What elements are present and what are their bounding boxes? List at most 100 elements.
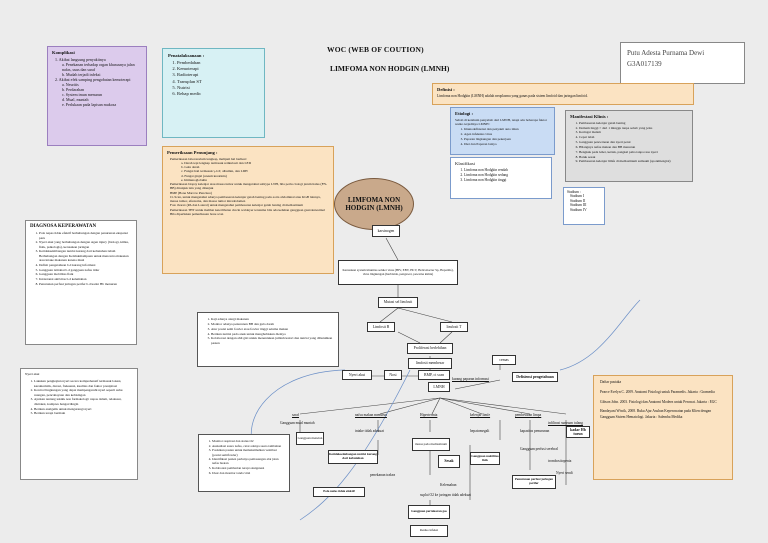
pemeriksaan-item: c. Fungsi hati termasuk γ-GT, albumin, d… (181, 169, 248, 174)
komplikasi-item: d. Mual, muntah (62, 96, 89, 102)
flow-intake: intake tidak adekuat (355, 429, 384, 433)
penatalaksanaan-item: Radioterapi (177, 72, 259, 78)
author-box: Putu Adesta Purnama Dewi G3A017139 (620, 42, 745, 84)
komplikasi-item: 2. Akibat efek samping pengobatan kemote… (55, 76, 131, 82)
diagnosa-item: Gangguan istirahat b.d gangguan nafsu ti… (39, 268, 132, 272)
flow-kapasitas: kapasitas penurunan (520, 429, 550, 433)
daftar-pustaka-item: Pearce Evelyn C. 2009. Anatomi Fisiologi… (600, 389, 715, 394)
flow-saraf: saraf (292, 413, 299, 417)
flow-risiko: Resiko infeksi (410, 525, 448, 537)
stadium-item: Stadium IV (570, 207, 587, 212)
etiologi-box: Etiologi : Sebab di ketahuin penyebab da… (450, 107, 555, 155)
komplikasi-item: c. System imun menurun (62, 91, 102, 97)
intervensi-nyeri-box: Nyeri akut Lakukan pengkajian nyeri seca… (20, 368, 138, 480)
komplikasi-item: b. Perdarahan (62, 86, 84, 92)
komplikasi-title: Komplikasi (52, 50, 75, 55)
penatalaksanaan-item: Nutrisi (177, 85, 259, 91)
pemeriksaan-item: BMP (Bone Marrow Puncture) (170, 190, 212, 195)
pemeriksaan-item: a. Darah tepi lengkap termasuk retikulos… (181, 160, 252, 165)
pemeriksaan-box: Pemeriksaan Penunjang : Pemeriksaan labo… (162, 146, 334, 274)
etiologi-item: Diet dan Paparan lainya (464, 142, 550, 146)
etiologi-item: Paparan lingkungan dan pekerjaan (464, 137, 550, 141)
stadium-item: Stadium I (570, 194, 585, 199)
komplikasi-item: 1. Akibat langsung penyakitnya (55, 56, 106, 62)
intervensi-nyeri-item: Kontrol lingkungan yang dapat mempengaru… (34, 388, 133, 397)
diagnosa-item: Defisit pengetahuan b.d kurang informasi (39, 263, 132, 267)
klasifikasi-item: Limfoma non Hodgkin tinggi (464, 178, 547, 182)
manifestasi-item: Keringat malam (579, 130, 688, 134)
intervensi-nutrisi-item: Atur posisi semi fowler atau fowler ting… (211, 327, 334, 331)
klasifikasi-item: Limfoma non Hodgkin rendah (464, 168, 547, 172)
manifestasi-item: Pembesaran kelenjar getah bening (579, 121, 688, 125)
page-title: WOC (WEB OF COUTION) (327, 45, 424, 54)
author-nim: G3A017139 (627, 60, 662, 69)
penatalaksanaan-item: Pembedahan (177, 60, 259, 66)
manifestasi-item: Gangguan pencernaan dan nyeri perut (579, 140, 688, 144)
diagnosa-box: DIAGNOSA KEPERAWATAN Pola napas tidak ef… (25, 220, 137, 345)
flow-limfosit-membesar: limfosit membesar (408, 358, 452, 369)
flow-mutasi: Mutasi sel limfosit (378, 297, 418, 308)
flow-gangguan-menelan: Gangguan menelan (296, 432, 324, 445)
flow-cemas: cemas (492, 355, 516, 365)
flow-sesak: Sesak (438, 455, 460, 468)
etiologi-item: Agen infeksius virus (464, 132, 550, 136)
flow-sumsum: infiltrasi sumsum tulang (548, 421, 583, 425)
intervensi-nyeri-title: Nyeri akut (25, 372, 40, 376)
flow-hipertiroid: Hipertermia (420, 413, 438, 417)
daftar-pustaka-box: Daftar pustaka Pearce Evelyn C. 2009. An… (593, 375, 733, 480)
pemeriksaan-item: d. Fungsi ginjal (ureum kreatinin) (181, 173, 227, 178)
etiologi-intro: Sebab di ketahuin penyebab dari LMNH, te… (455, 117, 547, 126)
flow-ketidakseimbangan: Ketidakseimbangan nutrisi kurang dari ke… (328, 450, 378, 464)
penatalaksanaan-item: Kemoterapi (177, 66, 259, 72)
stadium-item: Stadium II (570, 198, 586, 203)
manifestasi-item: Pembesaran kelenjar limfe di mediastinum… (579, 159, 688, 163)
stadium-item: Stadium III (570, 203, 587, 208)
flow-perfusi: Penurunan perfusi jaringan perifer (512, 475, 556, 489)
flow-gangguan-mobilitas: Gangguan mobilitas fisik (470, 452, 500, 465)
pemeriksaan-item: Foto thorax (PA dan Lateral) untuk menge… (170, 203, 304, 208)
intervensi-nafas-item: Identifikasi pasien perlunya pemasangan … (212, 457, 285, 465)
intervensi-nafas-item: Monitor respirasi dan status O2 (212, 439, 285, 443)
center-label: LIMFOMA NON HODGIN (LMNH) (345, 195, 403, 212)
klasifikasi-box: Klasifikasi Limfoma non Hodgkin rendah L… (450, 157, 552, 199)
intervensi-nyeri-item: Lakukan pengkajian nyeri secara komprehe… (34, 379, 133, 388)
daftar-pustaka-item: Gibson John. 2003. Fisiologi dan Anatomi… (600, 399, 717, 404)
manifestasi-item: Hilangnya nafsu makan dan BB menurun (579, 145, 688, 149)
stadium-title: Stadium : (567, 190, 581, 194)
flow-proses-penyakit: kurang paparan informasi (452, 377, 489, 381)
manifestasi-item: Batuk sesak (579, 155, 688, 159)
intervensi-nafas-item: Ukur dan monitor tanda vital (212, 471, 285, 475)
diagnosa-item: Nyeri akut yang berhubungan dengan Agen … (39, 240, 132, 249)
flow-tidak-nafsu: nafsu makan menurun (355, 413, 387, 417)
penatalaksanaan-item: Rehap medic (177, 91, 259, 97)
intervensi-nutrisi-item: Berikan nutrisi pada anak untuk menghabi… (211, 332, 334, 336)
flow-hb: kadar Hb turun (566, 426, 590, 438)
manifestasi-item: Bengkak pada leher, ketiak, pangkal paha… (579, 150, 688, 154)
flow-nyeri-akut: Nyeri akut (342, 370, 372, 380)
flow-gangguan-kesadaran: Gangguan perfusi serebral (520, 447, 558, 451)
daftar-pustaka-item: Handayani Wiwik, 2008. Buku Ajar Asuhan … (600, 409, 712, 419)
flow-pola-nafas: Pola nafas tidak efektif (313, 487, 365, 497)
pemeriksaan-item: Pemeriksaan laboratorium lengkap, melipu… (170, 156, 247, 161)
definisi-title: Definisi : (437, 87, 455, 92)
flow-lmnh: LMNH (428, 382, 450, 392)
flow-trombositopenia: trombositopenia (548, 459, 572, 463)
pemeriksaan-title: Pemeriksaan Penunjang : (167, 150, 218, 155)
diagnosa-item: Intoleransi aktivitas b.d kelemahan (39, 277, 132, 281)
flow-proliferasi: Proliferasi berlebihan (407, 343, 453, 354)
flow-karsinogen: karsinogen (372, 225, 400, 237)
diagnosa-item: Ketidakseimbangan nutrisi kurang dari ke… (39, 249, 132, 262)
manifestasi-title: Manifestasi Klinis : (570, 114, 609, 119)
intervensi-nyeri-item: Berikan analgetik untuk mengurangi nyeri (34, 407, 133, 411)
pemeriksaan-item: Bila diperlukan pemeriksaan bone scan (170, 211, 224, 216)
diagnosa-item: Gangguan mobilitas fisik (39, 272, 132, 276)
pemeriksaan-item: Pemeriksaan THT untuk melihat keterlibat… (170, 207, 325, 212)
etiologi-title: Etiologi : (455, 111, 473, 116)
flow-kelenjar: kelenjar limfe (470, 413, 491, 417)
komplikasi-item: a. Penekanan terhadap organ khususnya ja… (62, 61, 135, 72)
komplikasi-item: a. Neuritis (62, 81, 79, 87)
intervensi-nutrisi-box: Kaji adanya alergi makanan Monitor adany… (197, 312, 339, 367)
flow-intoleransi: Gangguan pertukaran gas (408, 505, 450, 519)
penatalaksanaan-title: Penatalaksanaan : (168, 53, 205, 58)
